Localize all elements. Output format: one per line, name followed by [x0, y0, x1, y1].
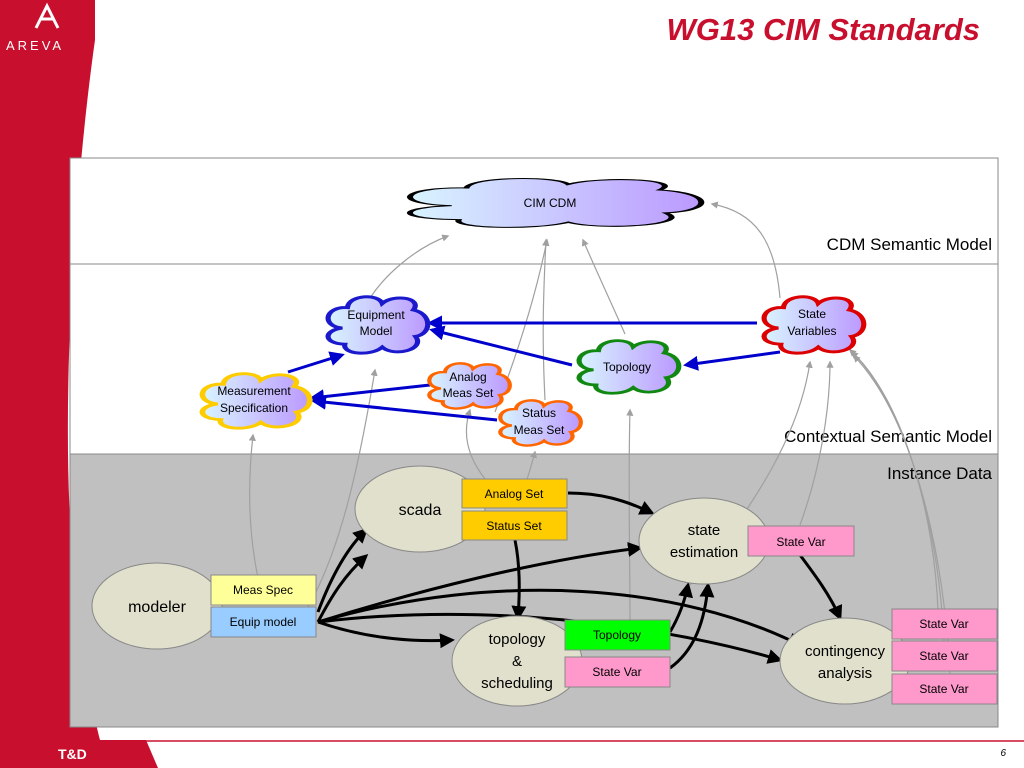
- box-topology-label: Topology: [593, 628, 641, 642]
- cloud-analog-meas-set-line1: Analog: [449, 370, 486, 384]
- brand-name: AREVA: [6, 38, 65, 53]
- box-topology: Topology: [564, 619, 671, 651]
- box-status-set-label: Status Set: [486, 519, 542, 533]
- app-topology-scheduling-line2: &: [512, 653, 522, 670]
- cloud-measurement-specification: Measurement Specification: [202, 374, 309, 429]
- cloud-status-meas-set-line2: Meas Set: [514, 423, 565, 437]
- app-scada: scada: [354, 465, 486, 553]
- cloud-measurement-spec-line2: Specification: [220, 401, 288, 415]
- box-analog-set: Analog Set: [461, 478, 568, 509]
- app-scada-label: scada: [399, 502, 442, 519]
- box-state-var-ca-1-label: State Var: [919, 617, 968, 631]
- cloud-state-variables-line1: State: [798, 307, 826, 321]
- app-state-estimation: state estimation: [638, 497, 770, 585]
- footer-tab: [0, 740, 158, 768]
- cloud-state-variables-line2: Variables: [787, 324, 836, 338]
- instance-band-label: Instance Data: [887, 464, 992, 483]
- cloud-equipment-model-line2: Model: [360, 324, 393, 338]
- cloud-measurement-spec-line1: Measurement: [217, 384, 291, 398]
- box-analog-set-label: Analog Set: [485, 487, 544, 501]
- box-state-var-ts-label: State Var: [592, 665, 641, 679]
- cloud-state-variables: State Variables: [764, 297, 864, 353]
- box-state-var-ca-2-label: State Var: [919, 649, 968, 663]
- box-state-var-se-label: State Var: [776, 535, 825, 549]
- app-state-estimation-line1: state: [688, 522, 721, 539]
- slide-title: WG13 CIM Standards: [666, 12, 981, 47]
- app-topology-scheduling: topology & scheduling: [451, 615, 583, 707]
- box-equip-model: Equip model: [210, 606, 317, 638]
- box-meas-spec: Meas Spec: [210, 574, 317, 606]
- app-topology-scheduling-line3: scheduling: [481, 675, 553, 692]
- cloud-equipment-model-line1: Equipment: [347, 308, 405, 322]
- box-state-var-ts: State Var: [564, 656, 671, 688]
- areva-logo-icon: [34, 2, 60, 29]
- cloud-topology-label: Topology: [603, 360, 651, 374]
- cloud-analog-meas-set: Analog Meas Set: [429, 363, 510, 408]
- cloud-topology: Topology: [579, 341, 679, 394]
- box-state-var-se: State Var: [747, 525, 855, 557]
- box-meas-spec-label: Meas Spec: [233, 583, 293, 597]
- app-contingency-analysis-line2: analysis: [818, 665, 872, 682]
- cloud-status-meas-set: Status Meas Set: [500, 400, 581, 445]
- app-modeler: modeler: [91, 562, 223, 650]
- cloud-equipment-model: Equipment Model: [328, 297, 428, 353]
- contextual-band-label: Contextual Semantic Model: [784, 427, 992, 446]
- box-state-var-ca-3: State Var: [891, 673, 998, 705]
- app-modeler-label: modeler: [128, 599, 186, 616]
- page-number: 6: [1000, 748, 1006, 759]
- box-state-var-ca-3-label: State Var: [919, 682, 968, 696]
- app-contingency-analysis-line1: contingency: [805, 643, 886, 660]
- cloud-analog-meas-set-line2: Meas Set: [443, 386, 494, 400]
- box-state-var-ca-2: State Var: [891, 640, 998, 672]
- cloud-status-meas-set-line1: Status: [522, 406, 556, 420]
- app-state-estimation-line2: estimation: [670, 544, 738, 561]
- footer-label: T&D: [58, 746, 87, 762]
- app-topology-scheduling-line1: topology: [489, 631, 546, 648]
- cdm-band-label: CDM Semantic Model: [827, 235, 992, 254]
- cloud-cim-cdm: CIM CDM: [410, 179, 701, 228]
- box-state-var-ca-1: State Var: [891, 608, 998, 640]
- association-arrows: [287, 315, 781, 422]
- box-equip-model-label: Equip model: [230, 615, 297, 629]
- app-contingency-analysis: contingency analysis: [779, 617, 911, 705]
- box-status-set: Status Set: [461, 510, 568, 541]
- cloud-cim-cdm-label: CIM CDM: [524, 196, 577, 210]
